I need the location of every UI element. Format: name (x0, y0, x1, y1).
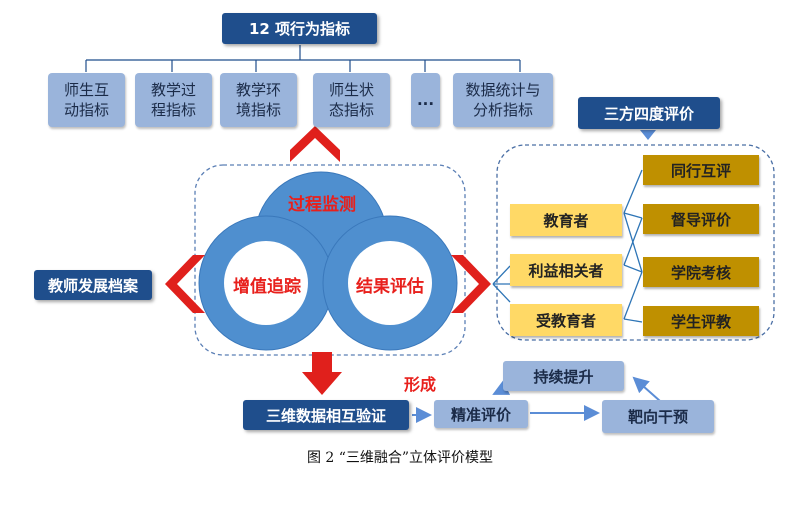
indicators-header: 12 项行为指标 (222, 13, 377, 44)
continuous-improvement: 持续提升 (503, 361, 624, 391)
indicator-box-interaction: 师生互 动指标 (48, 73, 125, 127)
down-arrow-icon (302, 352, 342, 395)
indicator-line: 分析指标 (472, 101, 533, 119)
indicator-box-statistics: 数据统计与 分析指标 (453, 73, 553, 127)
stakeholder-learners: 受教育者 (510, 304, 622, 336)
indicator-line: 程指标 (150, 101, 196, 119)
chevron-up-icon (290, 126, 340, 162)
evaluation-supervision: 督导评价 (643, 204, 759, 234)
process-monitoring-label: 过程监测 (288, 194, 356, 215)
indicator-line: 态指标 (328, 101, 374, 119)
triple-circles (198, 171, 458, 351)
stakeholder-links (492, 169, 643, 323)
indicator-box-ellipsis: ... (411, 73, 440, 127)
indicator-box-environment: 教学环 境指标 (220, 73, 297, 127)
indicator-box-state: 师生状 态指标 (313, 73, 390, 127)
indicator-line: 教学过 (150, 81, 196, 99)
indicator-line: 数据统计与 (465, 81, 541, 99)
evaluation-college: 学院考核 (643, 257, 759, 287)
three-dimensional-verification: 三维数据相互验证 (243, 400, 409, 430)
formed-label: 形成 (403, 375, 436, 394)
indicator-tree-lines (85, 45, 521, 72)
indicator-line: 教学环 (235, 81, 281, 99)
figure-caption: 图 2 “三维融合”立体评价模型 (306, 450, 494, 466)
right-hole (348, 241, 432, 325)
indicator-box-process: 教学过 程指标 (135, 73, 212, 127)
stakeholder-educators: 教育者 (510, 204, 622, 236)
teacher-development-archive: 教师发展档案 (34, 270, 152, 300)
precise-evaluation: 精准评价 (434, 400, 528, 428)
evaluation-peer: 同行互评 (643, 155, 759, 185)
targeted-intervention: 靶向干预 (602, 400, 714, 433)
left-hole (224, 241, 308, 325)
value-added-tracking-label: 增值追踪 (233, 276, 301, 297)
evaluation-header: 三方四度评价 (578, 97, 720, 129)
stakeholder-interested-parties: 利益相关者 (510, 254, 622, 286)
evaluation-student: 学生评教 (643, 306, 759, 336)
indicator-line: 师生状 (328, 81, 374, 99)
triangle-down-icon (640, 130, 656, 140)
outcome-assessment-label: 结果评估 (356, 276, 424, 297)
indicator-line: 动指标 (63, 101, 109, 119)
chevron-right-icon (451, 255, 491, 313)
indicator-line: 境指标 (235, 101, 281, 119)
indicator-line: ... (416, 91, 435, 109)
chevron-left-icon (165, 255, 205, 313)
indicator-line: 师生互 (63, 81, 109, 99)
